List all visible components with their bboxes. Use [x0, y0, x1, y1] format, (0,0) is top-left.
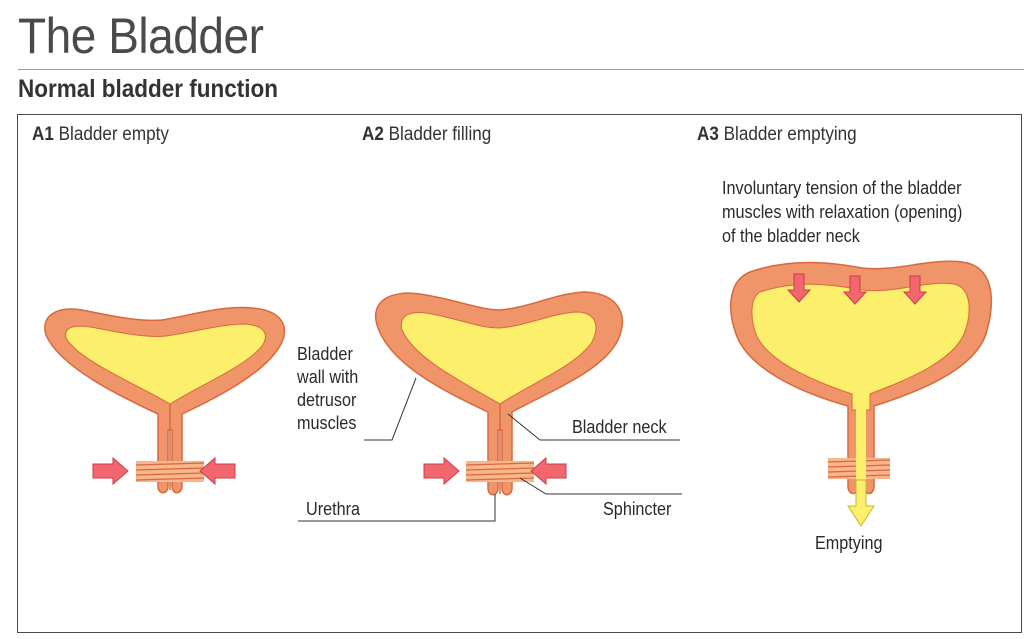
bladder-a3 — [729, 260, 993, 527]
panel-label-a1: A1 Bladder empty — [32, 124, 169, 146]
bladder-a1 — [44, 306, 286, 494]
bladder-a3-lumen — [751, 282, 970, 411]
label-tension-line3: of the bladder neck — [722, 226, 860, 246]
bladder-a2-lumen — [400, 311, 597, 405]
label-urethra: Urethra — [306, 499, 361, 519]
label-bladder-wall-line2: wall with — [297, 367, 359, 387]
squeeze-arrow-a1-left — [92, 456, 129, 486]
panel-label-a2: A2 Bladder filling — [362, 124, 491, 146]
leader-bladder-wall — [364, 377, 417, 441]
label-bladder-wall-line1: Bladder — [297, 344, 353, 364]
squeeze-arrow-a1-right — [199, 456, 236, 486]
page-title: The Bladder — [18, 8, 264, 64]
leader-urethra — [298, 494, 496, 522]
label-tension-line2: muscles with relaxation (opening) — [722, 202, 963, 222]
tension-arrow-3 — [902, 275, 928, 305]
tension-arrow-1 — [786, 273, 812, 303]
leader-sphincter — [519, 477, 682, 495]
label-bladder-wall-line4: muscles — [297, 413, 357, 433]
leader-bladder-neck — [507, 413, 680, 441]
panel-id-a3: A3 — [697, 124, 719, 145]
bladder-a2 — [298, 291, 682, 522]
label-bladder-wall-line3: detrusor — [297, 390, 357, 410]
squeeze-arrow-a2-right — [530, 456, 567, 486]
squeeze-arrow-a2-left — [423, 456, 460, 486]
panel-label-a3: A3 Bladder emptying — [697, 124, 857, 146]
panel-caption-a3: Bladder emptying — [723, 124, 857, 145]
section-subtitle: Normal bladder function — [18, 75, 279, 103]
figure-frame — [17, 114, 1022, 633]
label-emptying: Emptying — [815, 533, 883, 553]
label-tension-line1: Involuntary tension of the bladder — [722, 178, 962, 198]
title-divider — [18, 69, 1024, 70]
sphincter-a1 — [135, 461, 205, 482]
bladder-a1-lumen — [65, 323, 266, 405]
panel-id-a1: A1 — [32, 124, 54, 145]
panel-caption-a2: Bladder filling — [388, 124, 492, 145]
sphincter-a2 — [465, 461, 535, 482]
panel-caption-a1: Bladder empty — [58, 124, 169, 145]
panel-id-a2: A2 — [362, 124, 384, 145]
tension-arrow-2 — [842, 275, 868, 305]
label-sphincter: Sphincter — [603, 499, 672, 519]
emptying-arrow — [847, 479, 875, 527]
label-bladder-neck: Bladder neck — [572, 417, 667, 437]
